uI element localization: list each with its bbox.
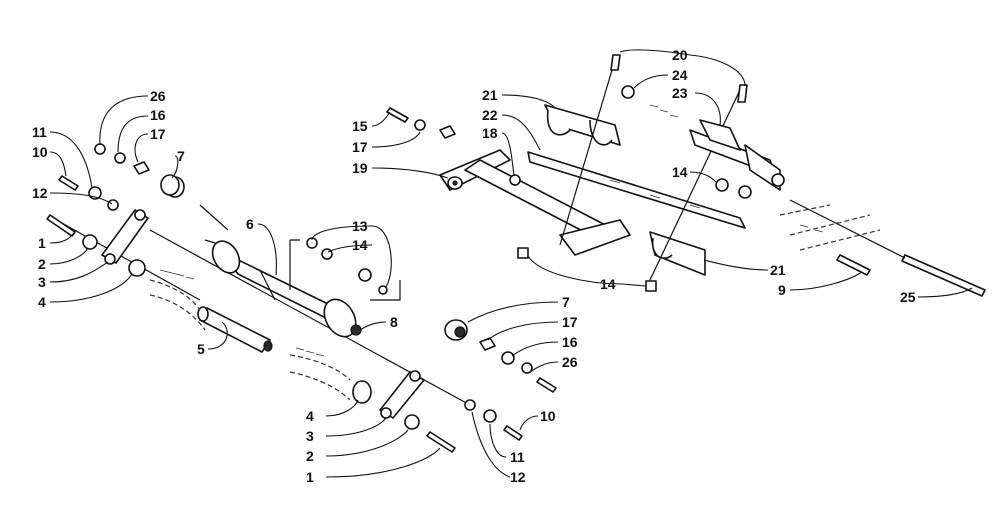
bolt-part-1-lower	[426, 431, 456, 453]
callout-14-right: 14	[672, 164, 688, 180]
hatch-marks	[159, 269, 325, 357]
callout-8: 8	[390, 314, 398, 330]
nut-part-14-right	[715, 178, 729, 192]
callout-7-upper: 7	[177, 148, 185, 164]
washer-part-17-upper	[133, 161, 150, 175]
bracket-line	[289, 239, 401, 301]
callout-10-lower: 10	[540, 408, 556, 424]
callout-9: 9	[778, 282, 786, 298]
callout-18: 18	[482, 125, 498, 141]
callout-22: 22	[482, 107, 498, 123]
washer-part-13-b	[378, 285, 388, 295]
strap-hatch	[609, 179, 701, 209]
callout-24: 24	[672, 67, 688, 83]
nut-part-12-upper	[107, 199, 119, 211]
callout-1-upper: 1	[38, 235, 46, 251]
nut-part-14-lower-left	[517, 247, 529, 259]
callout-11-upper: 11	[32, 124, 47, 140]
nut-part-14-lower-right	[645, 280, 657, 292]
bolt-part-10-lower	[503, 425, 523, 441]
leader-lines	[49, 49, 973, 478]
bolt-part-20-left	[610, 54, 621, 71]
nut-part-24	[621, 85, 635, 99]
axis-line	[59, 204, 471, 406]
washer-part-2-upper	[82, 234, 98, 250]
bolt-part-1-upper	[46, 214, 76, 237]
axis-line-right	[559, 59, 741, 281]
callout-23: 23	[672, 85, 688, 101]
hatch-marks-right	[649, 104, 824, 233]
frame-rail-hint	[149, 279, 351, 401]
bushing-part-7-upper	[160, 174, 185, 198]
mount-bracket-part-19	[439, 149, 631, 256]
frame-rail-hint-right	[779, 204, 881, 251]
washer-part-11-lower	[483, 409, 497, 423]
callout-10-upper: 10	[32, 144, 48, 160]
bushing-part-4-lower	[352, 380, 372, 404]
callout-26-upper: 26	[150, 88, 166, 104]
callout-26-lower: 26	[562, 354, 578, 370]
washer-part-16-upper	[114, 152, 126, 164]
axis-line-right-b	[789, 199, 906, 259]
callout-15: 15	[352, 118, 368, 134]
pad-part-21-lower	[649, 231, 706, 276]
washer-part-16-lower	[501, 351, 515, 365]
callout-11-lower: 11	[510, 449, 525, 465]
callout-19: 19	[352, 160, 368, 176]
washer-part-17-lower	[479, 337, 496, 351]
callout-14-lower: 14	[600, 276, 616, 292]
bolt-part-26-upper	[94, 143, 106, 155]
bolt-part-15	[386, 107, 409, 123]
callout-20: 20	[672, 47, 688, 63]
washer-part-14-right-c	[771, 173, 785, 187]
callout-1-lower: 1	[306, 469, 314, 485]
callout-12-lower: 12	[510, 469, 526, 485]
callout-14-left: 14	[352, 237, 368, 253]
arm-part-3-lower	[379, 370, 425, 419]
callout-17-upper: 17	[150, 126, 166, 142]
nut-part-14-mid	[358, 268, 372, 282]
callout-3-lower: 3	[306, 428, 314, 444]
bolt-part-10-upper	[58, 175, 79, 191]
callout-6: 6	[246, 216, 254, 232]
callout-25: 25	[900, 289, 916, 305]
bolt-part-9	[836, 254, 871, 276]
callout-21-upper: 21	[482, 87, 498, 103]
bolt-part-26-lower	[536, 377, 557, 393]
callout-5: 5	[197, 341, 205, 357]
callout-2-lower: 2	[306, 448, 314, 464]
washer-part-14-right-b	[738, 185, 752, 199]
spacer-tube-part-5	[197, 306, 273, 353]
washer-part-2-lower	[404, 414, 420, 430]
callout-4-upper: 4	[38, 294, 46, 310]
bolt-part-20-right	[737, 84, 748, 103]
callout-12-upper: 12	[32, 185, 48, 201]
callout-4-lower: 4	[306, 408, 314, 424]
callout-13: 13	[352, 218, 368, 234]
callout-17-lower: 17	[562, 314, 578, 330]
bracket-part-23	[689, 119, 781, 191]
callout-17-right: 17	[352, 139, 368, 155]
washer-part-17-right	[414, 119, 426, 131]
bolt-part-25	[901, 254, 986, 297]
callout-7-lower: 7	[562, 294, 570, 310]
callout-16-upper: 16	[150, 107, 166, 123]
callout-16-lower: 16	[562, 334, 578, 350]
nut-part-18	[509, 174, 521, 186]
bushing-part-7-lower	[444, 319, 468, 341]
washer-part-17-right-b	[439, 125, 456, 139]
arm-part-3-upper	[101, 209, 149, 265]
washer-part-16-lower-b	[521, 362, 533, 374]
bushing-part-4-upper	[128, 259, 146, 277]
cross-tube-part-6	[211, 240, 362, 338]
callout-3-upper: 3	[38, 274, 46, 290]
nut-part-12-lower	[464, 399, 476, 411]
pad-part-21-upper	[544, 104, 621, 146]
callout-2-upper: 2	[38, 256, 46, 272]
callout-21-lower: 21	[770, 262, 786, 278]
